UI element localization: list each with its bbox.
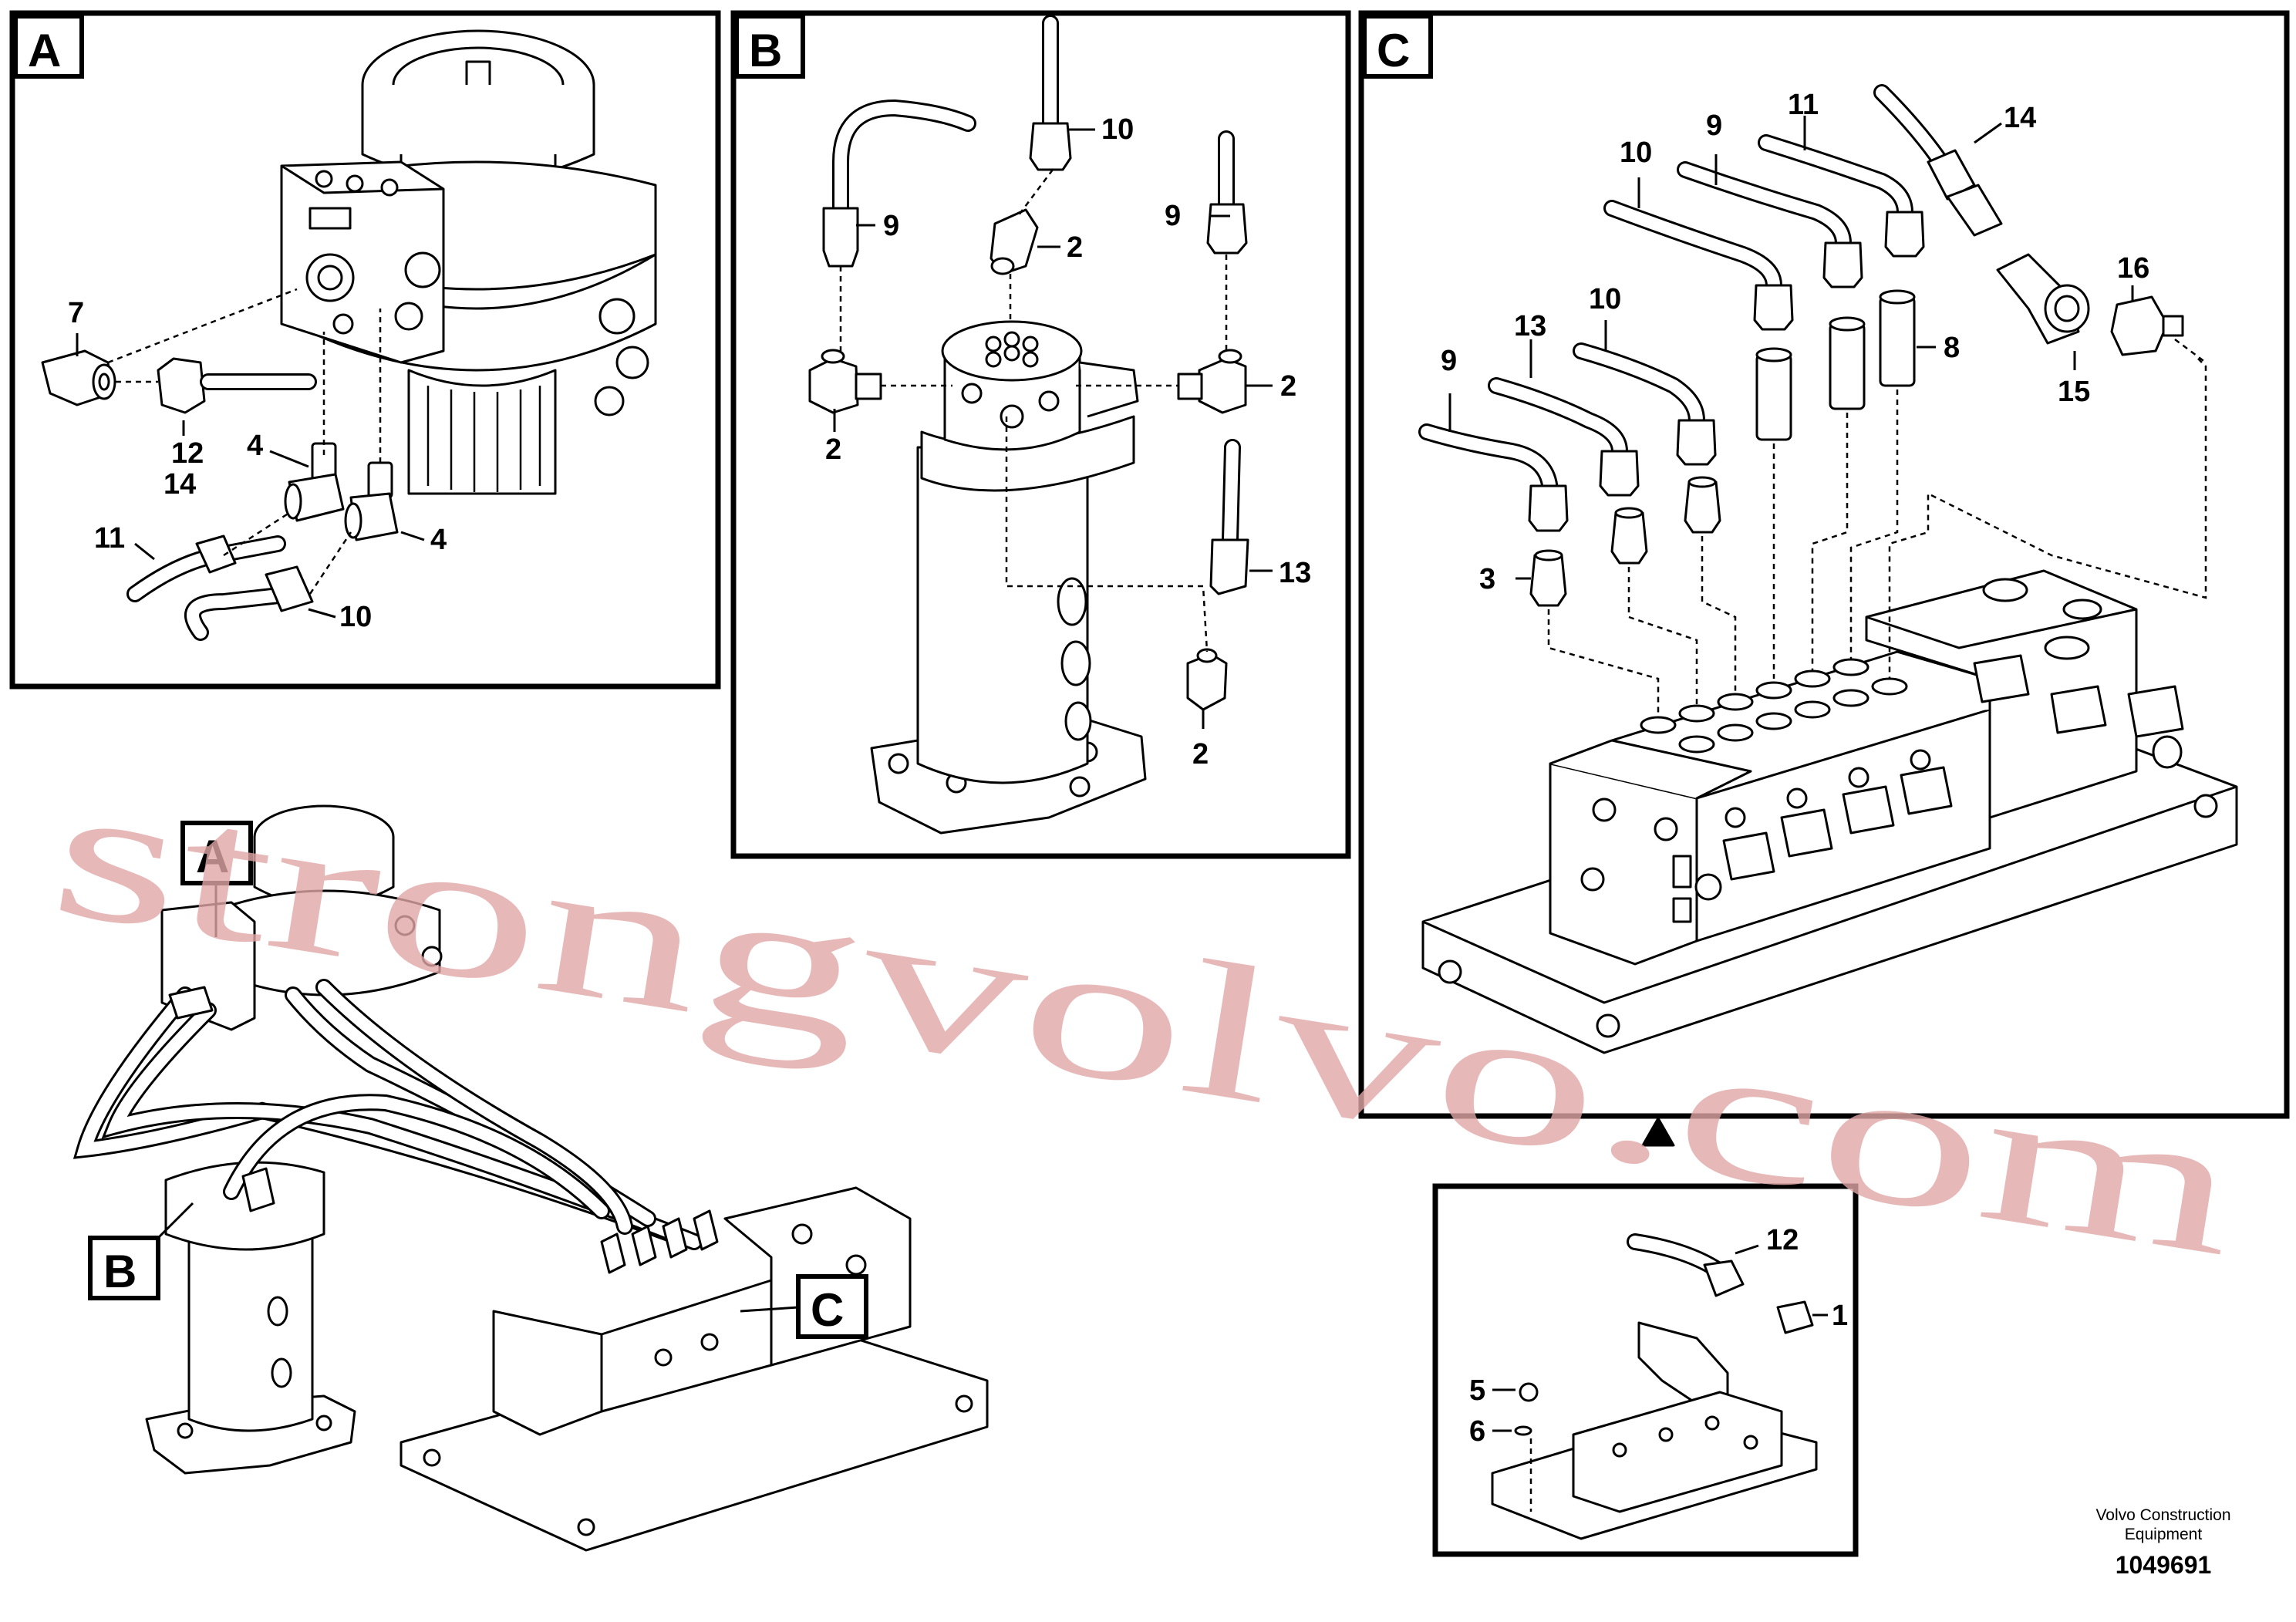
overview-tag-a: A [196, 831, 229, 882]
detail-callout-6: 6 [1469, 1415, 1485, 1448]
panel-b-frame [730, 10, 1351, 859]
detail-callout-1: 1 [1832, 1300, 1848, 1332]
panel-b-callout-2-left: 2 [825, 433, 841, 466]
panel-b-callout-10: 10 [1101, 113, 1134, 146]
overview-tag-c-box [796, 1274, 868, 1339]
panel-c-callout-15: 15 [2058, 376, 2090, 408]
hose-10-top [1029, 15, 1072, 171]
hose-10-lower-panel-c [1573, 342, 1717, 466]
panel-c-callout-14: 14 [2004, 102, 2036, 134]
hose-14-panel-c [1873, 84, 2003, 237]
elbow-fitting-4b [344, 461, 399, 541]
hose-13-panel-c [1488, 377, 1640, 497]
hose-10-upper-panel-c [1603, 200, 1794, 331]
panel-a: A [9, 10, 721, 690]
panel-a-tag: A [28, 25, 61, 76]
hose-13 [1209, 439, 1249, 595]
overview-tag-c: C [811, 1284, 844, 1336]
connector-8c [1879, 289, 1916, 387]
adapter-16 [2110, 295, 2184, 356]
panel-c-callout-9-lower: 9 [1441, 345, 1457, 377]
panel-b-callout-9-right: 9 [1165, 200, 1181, 232]
hose-12 [157, 357, 317, 414]
panel-a-frame [9, 10, 721, 690]
connector-8b [1829, 316, 1866, 410]
center-joint-drawing [870, 320, 1147, 835]
hose-9-panel-c [1418, 423, 1569, 532]
panel-a-callout-14: 14 [164, 468, 196, 501]
panel-a-callout-7: 7 [68, 297, 84, 329]
connector-3 [1529, 549, 1567, 607]
panel-b-callout-9-left: 9 [883, 210, 899, 242]
hose-11 [126, 534, 286, 602]
panel-b-callout-2-top: 2 [1067, 231, 1083, 264]
panel-a-tag-box [13, 14, 84, 79]
detail-frame [1432, 1183, 1859, 1557]
panel-b-tag: B [749, 25, 782, 76]
elbow-15 [1996, 253, 2090, 345]
panel-b-tag-box [734, 14, 805, 79]
adapter-2-bottom [1186, 648, 1228, 711]
panel-a-callout-12: 12 [171, 437, 204, 470]
footer: Volvo Construction Equipment 1049691 [2095, 1506, 2230, 1579]
panel-c-callout-11: 11 [1788, 89, 1819, 121]
elbow-fitting-4a [284, 442, 345, 522]
adapter-2-top [990, 208, 1039, 275]
connector-8a [1755, 347, 1792, 441]
panel-c-callout-13: 13 [1514, 310, 1546, 342]
panel-c: C [1358, 10, 2290, 1119]
panel-b-callout-2-bottom: 2 [1192, 738, 1209, 771]
hose-11-panel-c [1758, 134, 1925, 258]
drawing-number: 1049691 [2116, 1551, 2212, 1579]
panel-c-callout-9: 9 [1706, 110, 1722, 142]
elbow-fitting-7 [41, 349, 116, 406]
connector-3c [1684, 476, 1721, 534]
detail-callout-12: 12 [1766, 1224, 1799, 1256]
footer-company-line1: Volvo Construction [2095, 1506, 2230, 1524]
panel-c-callout-10-upper: 10 [1620, 137, 1652, 169]
panel-a-callout-4b: 4 [430, 524, 447, 556]
panel-a-callout-4a: 4 [247, 430, 263, 462]
panel-c-callout-16: 16 [2117, 252, 2149, 285]
panel-a-callout-11: 11 [94, 522, 125, 555]
detail-callout-5: 5 [1469, 1374, 1485, 1407]
panel-c-frame [1358, 10, 2290, 1119]
overview-tag-b-box [88, 1236, 160, 1300]
swing-motor-drawing [280, 29, 657, 495]
adapter-2-left [808, 349, 882, 414]
hose-9-right [1206, 130, 1248, 255]
connector-3b [1610, 507, 1648, 565]
detail-box: 12 1 5 6 [1432, 1117, 1859, 1557]
panel-c-tag: C [1377, 25, 1410, 76]
panel-c-tag-box [1362, 14, 1433, 79]
panel-b: B [730, 10, 1351, 859]
adapter-2-right [1177, 349, 1247, 414]
panel-a-callout-10: 10 [339, 601, 372, 633]
footer-company-line2: Equipment [2125, 1526, 2203, 1543]
hose-10 [184, 565, 314, 641]
panel-c-callout-8: 8 [1944, 332, 1960, 364]
panel-c-callout-3: 3 [1479, 563, 1495, 595]
panel-c-callout-10-lower: 10 [1589, 283, 1621, 315]
overview-assembly: A B C [72, 804, 989, 1552]
panel-b-callout-2-right: 2 [1280, 370, 1296, 403]
overview-tag-a-box [180, 821, 253, 885]
panel-b-callout-13: 13 [1279, 557, 1311, 589]
overview-tag-b: B [103, 1246, 137, 1297]
hose-9-left [822, 99, 976, 268]
